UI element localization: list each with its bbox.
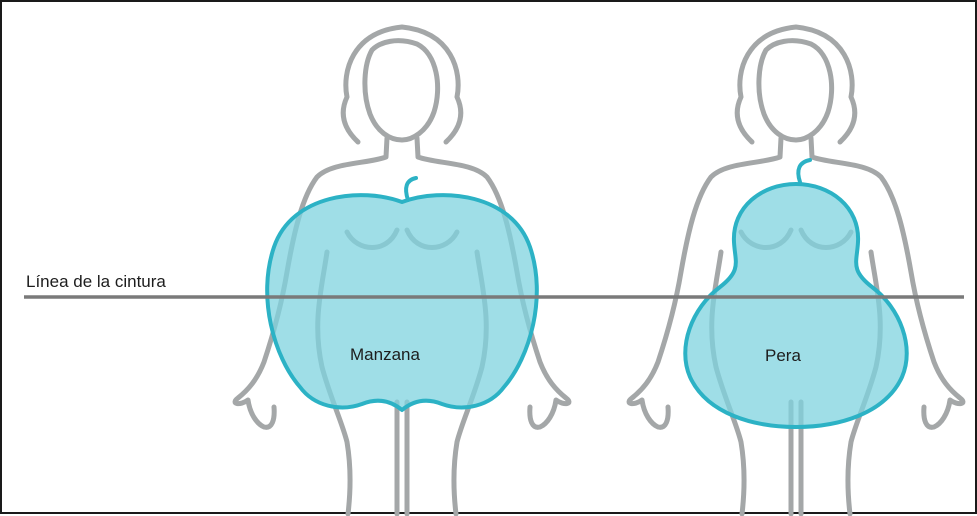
apple-shape-icon [267,178,537,410]
waist-line-label: Línea de la cintura [26,272,166,292]
pear-shape-icon [685,160,906,427]
pear-shape-label: Pera [765,346,801,366]
apple-shape-label: Manzana [350,345,420,365]
